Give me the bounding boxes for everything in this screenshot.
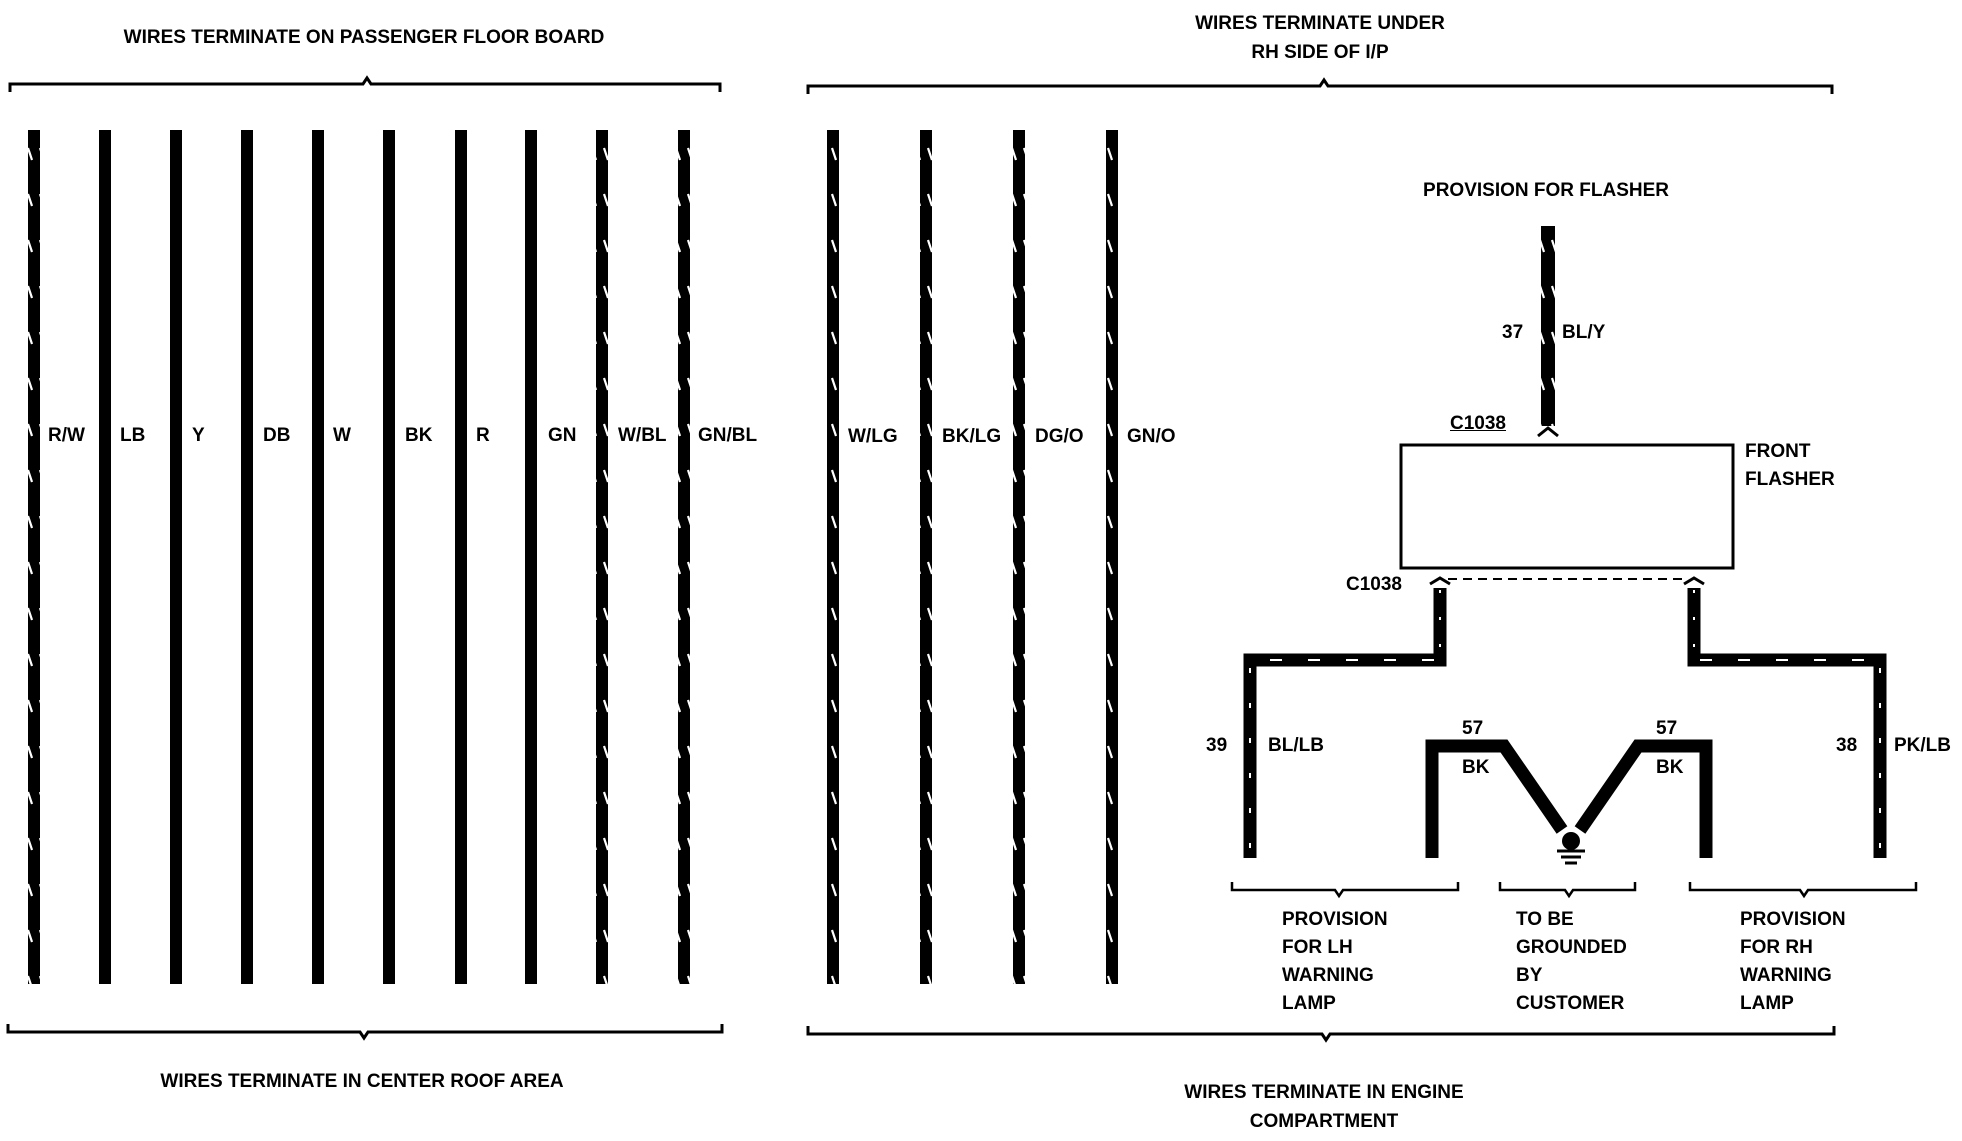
circuit-37: 37: [1502, 322, 1524, 343]
color-bk-left: BK: [1462, 757, 1490, 778]
wire-57-bk-right: [1574, 739, 1713, 858]
note-rh-warning-lamp: PROVISION FOR RH WARNING LAMP: [1740, 909, 1846, 1014]
color-bl-lb: BL/LB: [1268, 735, 1324, 756]
color-pk-lb: PK/LB: [1894, 735, 1951, 756]
wire-label-gn: GN: [548, 425, 577, 446]
wire-stripe-bk-lg: [920, 130, 932, 984]
connector-c1038-bottom-left: [1429, 576, 1451, 586]
wire-stripe-gn-bl: [678, 130, 690, 984]
brace-bottom-left: [6, 1024, 724, 1041]
wire-39-bl-lb: [1243, 588, 1447, 858]
header-bottom-right: WIRES TERMINATE IN ENGINE COMPARTMENT: [1184, 1082, 1464, 1132]
wire-gn: [525, 130, 537, 984]
wire-w: [312, 130, 324, 984]
wire-label-r: R: [476, 425, 490, 446]
wire-r: [455, 130, 467, 984]
wire-label-r-w: R/W: [48, 425, 85, 446]
front-flasher-label: FRONT FLASHER: [1745, 441, 1835, 490]
wire-label-gn-o: GN/O: [1127, 426, 1176, 447]
connector-c1038-top: [1537, 426, 1559, 438]
middle-wire-group: [827, 130, 1118, 984]
brace-top-right: [806, 77, 1834, 94]
brace-rh-note: [1688, 882, 1918, 899]
ground-symbol-icon: [1557, 832, 1585, 865]
connector-c1038-bottom-label: C1038: [1346, 574, 1402, 595]
wire-stripe-w-bl: [596, 130, 608, 984]
brace-ground-note: [1498, 882, 1637, 899]
note-lh-warning-lamp: PROVISION FOR LH WARNING LAMP: [1282, 909, 1388, 1014]
wire-label-bk-lg: BK/LG: [942, 426, 1002, 447]
wire-label-y: Y: [192, 425, 205, 446]
left-wire-group: [28, 130, 690, 984]
wire-label-db: DB: [263, 425, 291, 446]
header-bottom-left: WIRES TERMINATE IN CENTER ROOF AREA: [160, 1071, 564, 1092]
color-bl-y: BL/Y: [1562, 322, 1606, 343]
circuit-38: 38: [1836, 735, 1858, 756]
wire-38-pk-lb: [1687, 588, 1887, 858]
wire-57-bk-left: [1425, 739, 1568, 858]
wire-bk: [383, 130, 395, 984]
circuit-57-left: 57: [1462, 718, 1484, 739]
wire-label-w: W: [333, 425, 351, 446]
brace-top-left: [8, 75, 722, 92]
wire-stripe-w-lg: [827, 130, 839, 984]
front-flasher-box: [1399, 443, 1735, 570]
wire-y: [170, 130, 182, 984]
note-grounded-by-customer: TO BE GROUNDED BY CUSTOMER: [1516, 909, 1627, 1014]
wire-lb: [99, 130, 111, 984]
wire-db: [241, 130, 253, 984]
brace-bottom-right: [806, 1026, 1836, 1043]
wire-label-lb: LB: [120, 425, 146, 446]
header-top-right: WIRES TERMINATE UNDER RH SIDE OF I/P: [1195, 13, 1445, 63]
wire-label-dg-o: DG/O: [1035, 426, 1084, 447]
header-top-left: WIRES TERMINATE ON PASSENGER FLOOR BOARD: [123, 27, 605, 48]
provision-for-flasher-title: PROVISION FOR FLASHER: [1423, 180, 1669, 201]
connector-c1038-top-label: C1038: [1450, 413, 1506, 434]
circuit-57-right: 57: [1656, 718, 1678, 739]
brace-lh-note: [1230, 882, 1460, 899]
connector-c1038-bottom-right: [1683, 576, 1705, 586]
wire-label-w-bl: W/BL: [618, 425, 667, 446]
circuit-39: 39: [1206, 735, 1228, 756]
wire-label-gn-bl: GN/BL: [698, 425, 758, 446]
wire-label-w-lg: W/LG: [848, 426, 898, 447]
wire-label-bk: BK: [405, 425, 433, 446]
color-bk-right: BK: [1656, 757, 1684, 778]
wire-stripe-r-w: [28, 130, 40, 984]
wire-stripe-dg-o: [1013, 130, 1025, 984]
wire-stripe-gn-o: [1106, 130, 1118, 984]
